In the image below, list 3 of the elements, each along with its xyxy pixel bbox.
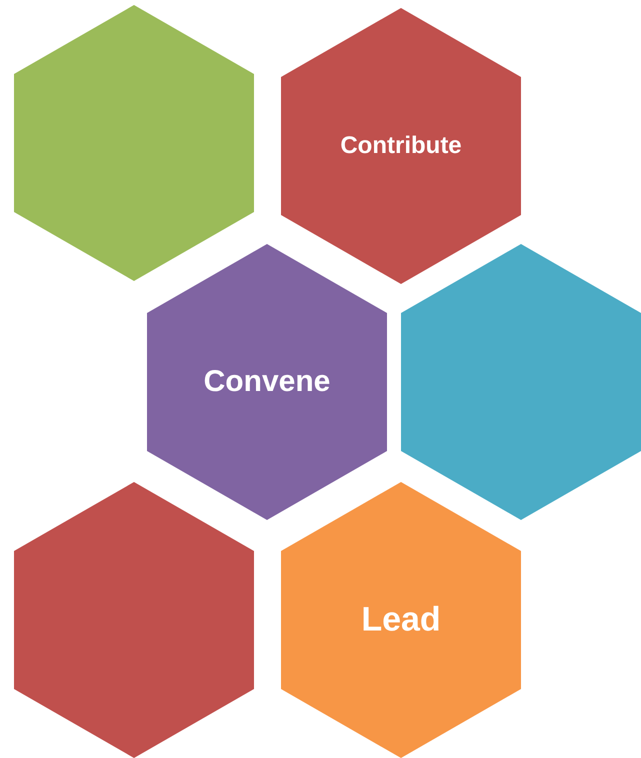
- hexagon-label: Convene: [202, 365, 332, 399]
- hexagon-label: Lead: [360, 600, 442, 640]
- hexagon-label: Contribute: [339, 132, 463, 160]
